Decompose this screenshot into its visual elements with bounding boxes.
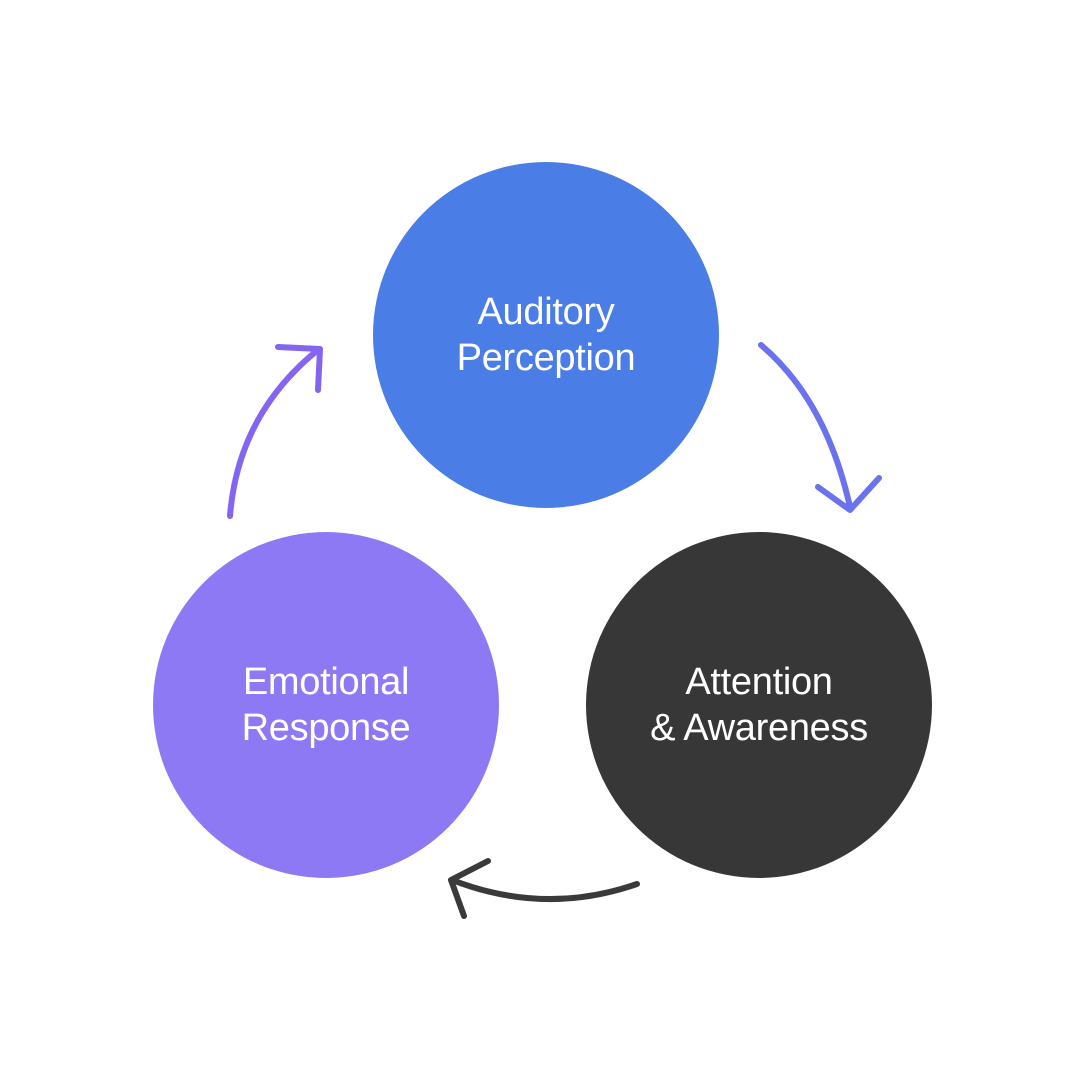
- arrow-attention-to-emotional-head: [448, 858, 491, 919]
- node-attention-awareness-line-1: Attention: [685, 661, 833, 703]
- node-attention-awareness-label: Attention & Awareness: [650, 659, 868, 751]
- node-auditory-perception-line-2: Perception: [456, 337, 636, 379]
- arrow-perception-to-attention-head: [815, 475, 882, 513]
- arrow-emotional-to-perception-shaft: [227, 346, 322, 519]
- node-emotional-response-label: Emotional Response: [242, 659, 411, 751]
- arrow-emotional-to-perception-head: [275, 344, 323, 393]
- arrow-attention-to-emotional: [448, 858, 640, 919]
- arrow-attention-to-emotional-shaft: [449, 877, 640, 902]
- arrow-perception-to-attention-shaft: [758, 342, 853, 510]
- arrow-perception-to-attention: [758, 342, 882, 513]
- node-attention-awareness: Attention & Awareness: [586, 532, 932, 878]
- node-auditory-perception: Auditory Perception: [373, 162, 719, 508]
- node-emotional-response-line-1: Emotional: [242, 661, 410, 703]
- node-attention-awareness-line-2: & Awareness: [650, 707, 868, 749]
- node-emotional-response-line-2: Response: [241, 707, 411, 749]
- node-auditory-perception-label: Auditory Perception: [457, 289, 636, 381]
- node-emotional-response: Emotional Response: [153, 532, 499, 878]
- arrow-emotional-to-perception: [227, 344, 323, 519]
- node-auditory-perception-line-1: Auditory: [477, 291, 615, 333]
